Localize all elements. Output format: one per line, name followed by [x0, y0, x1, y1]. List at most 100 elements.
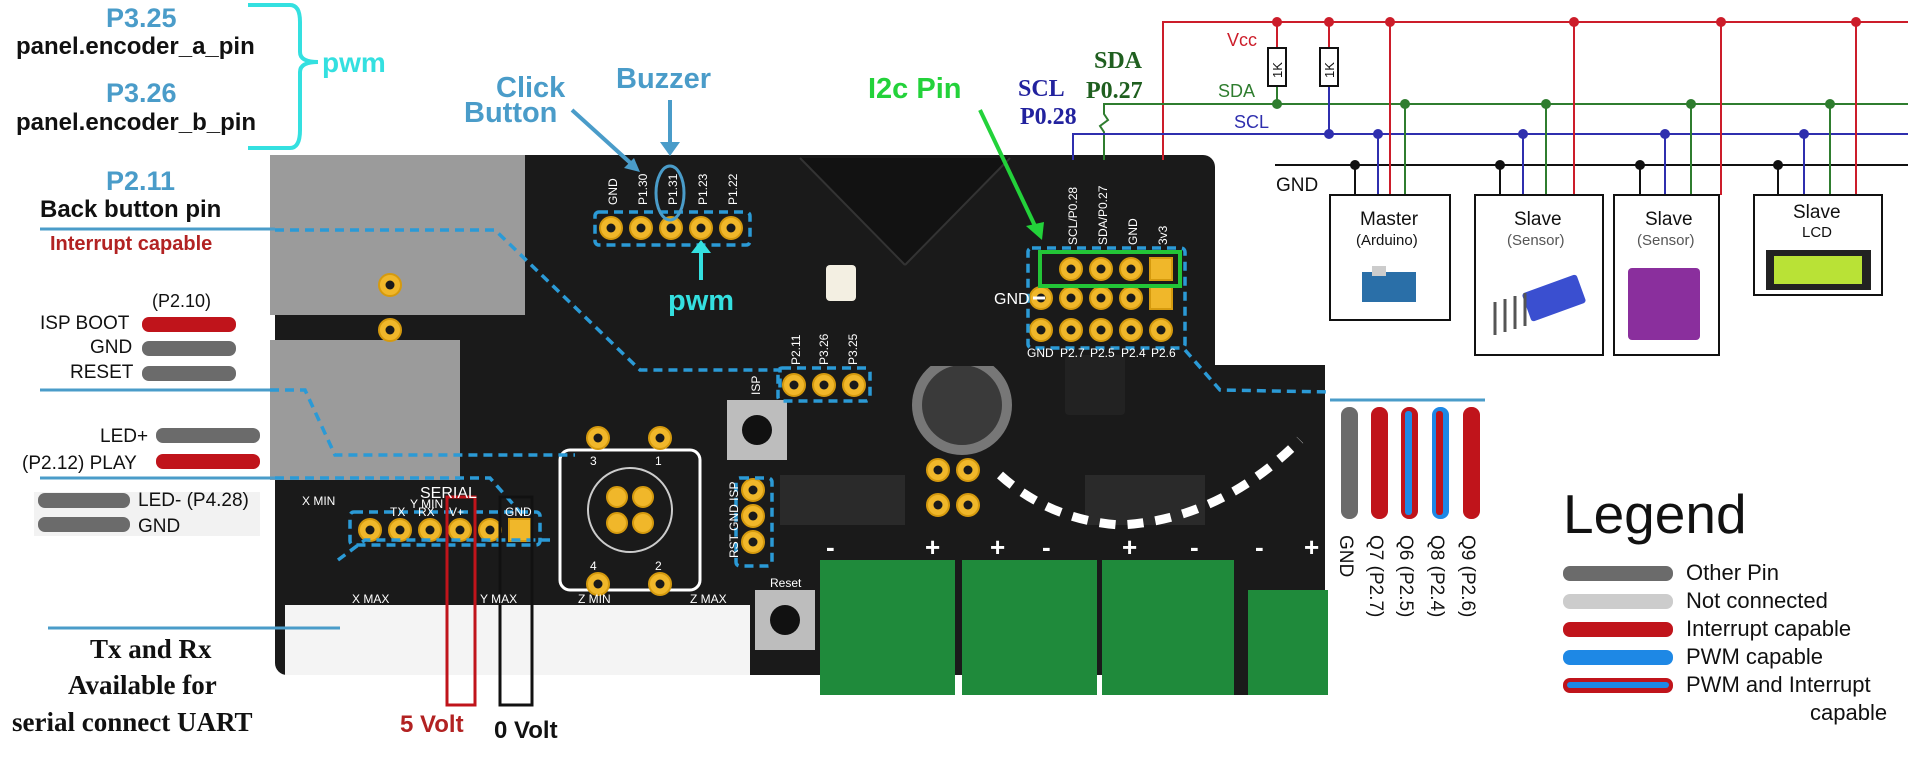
bottom-row-label-0: GND [1027, 346, 1054, 360]
gold-pin-hole [485, 525, 495, 535]
buzzer-label: Buzzer [616, 63, 711, 95]
pwm-header-arrow-head [691, 240, 711, 253]
output-pills [1341, 407, 1480, 519]
click-label-2: Button [464, 97, 557, 129]
pwm-bracket-label: pwm [322, 47, 386, 78]
led-plus-pill [156, 428, 260, 443]
i2c-arrow [978, 109, 1038, 229]
buzzer-arrow-head [660, 142, 680, 156]
terminal-plus-2: + [990, 532, 1005, 562]
isp-boot-pill [142, 317, 236, 332]
x-min-label: X MIN [302, 494, 335, 508]
serial-pin-rx: RX [418, 505, 435, 519]
gold-pin-hole [606, 223, 616, 233]
reset-label: RESET [70, 362, 134, 383]
reset-button-label: Reset [770, 576, 802, 590]
legend-label-0: Other Pin [1686, 560, 1779, 585]
y-max-label: Y MAX [480, 592, 517, 606]
encoder-pin-4: 4 [590, 559, 597, 573]
gold-pin-hole [1066, 264, 1076, 274]
resistor-1 [1267, 47, 1287, 87]
back-button-label: Back button pin [40, 196, 221, 223]
sda-bus-label: SDA [1218, 81, 1255, 101]
dashed-highlight-lines [270, 210, 1331, 568]
p326-label: P3.26 [106, 78, 177, 108]
click-arrow-head [624, 158, 640, 172]
gold-pin-hole [963, 500, 973, 510]
slave3-title: Slave [1793, 202, 1841, 223]
gold-pin-hole [455, 525, 465, 535]
p325-label: P3.25 [106, 3, 177, 33]
gold-pin-hole [789, 380, 799, 390]
uart-label-2: Available for [68, 670, 217, 700]
resistor-2 [1319, 47, 1339, 87]
sensor2-picture [1628, 268, 1700, 340]
resistor-1-label: 1K [1270, 62, 1285, 78]
legend-swatch-other [1563, 566, 1673, 581]
five-volt-label: 5 Volt [400, 711, 464, 738]
gnd-pill-1 [142, 341, 236, 356]
legend-label-4-line2: capable [1810, 700, 1887, 725]
legend-swatch-interrupt [1563, 622, 1673, 637]
gold-pin-hole [425, 525, 435, 535]
sensor1-pins-picture [1493, 293, 1527, 335]
p210-label: (P2.10) [152, 291, 211, 311]
resistor-2-label: 1K [1322, 62, 1337, 78]
zero-volt-box [498, 495, 534, 707]
encoder-pin [632, 512, 654, 534]
slave1-title: Slave [1514, 209, 1562, 230]
header-top-label-4: P1.22 [726, 173, 740, 205]
arduino-usb-picture [1372, 266, 1386, 276]
reset-pill [142, 366, 236, 381]
gold-pin-hole [395, 525, 405, 535]
gold-pin-hole [1126, 325, 1136, 335]
output-label-0: GND [1335, 535, 1356, 577]
bottom-row-label-3: P2.4 [1121, 346, 1146, 360]
scl-label-2: P0.28 [1020, 104, 1077, 130]
header-mid-label-0: P2.11 [789, 334, 803, 365]
legend-title: Legend [1563, 483, 1747, 545]
encoder-pin-2: 2 [655, 559, 662, 573]
legend-label-3: PWM capable [1686, 644, 1823, 669]
gold-pin-hole [385, 325, 395, 335]
scl-label-1: SCL [1018, 76, 1065, 102]
i2c-highlight-box [1038, 250, 1182, 288]
gold-pin-square [1149, 257, 1173, 281]
p211-label: P2.11 [106, 166, 175, 196]
master-subtitle: (Arduino) [1356, 232, 1418, 249]
i2c-bus-dots [1272, 17, 1861, 170]
gold-pin-hole [963, 465, 973, 475]
gold-pin-hole [1096, 293, 1106, 303]
slave2-subtitle: (Sensor) [1637, 232, 1695, 249]
sda-label-1: SDA [1094, 48, 1143, 74]
buzzer-pin-ring [654, 164, 686, 222]
gold-pin-hole [1066, 325, 1076, 335]
gold-pin-hole [748, 537, 758, 547]
terminal-minus-4: - [1255, 532, 1264, 562]
gold-pin-hole [365, 525, 375, 535]
sensor1-picture [1522, 274, 1586, 322]
gold-pin-hole [849, 380, 859, 390]
i2c-bus-wires [1072, 21, 1908, 195]
slave2-title: Slave [1645, 209, 1693, 230]
pwm-header-label: pwm [668, 285, 734, 317]
led-minus-pill [38, 493, 130, 508]
pwm-bracket [248, 3, 319, 150]
gold-pin-hole [385, 280, 395, 290]
uart-label-1: Tx and Rx [90, 634, 212, 664]
legend-label-1: Not connected [1686, 588, 1828, 613]
gold-pin-hole [933, 500, 943, 510]
gold-pin-hole [819, 380, 829, 390]
header-top-label-1: P1.30 [636, 173, 650, 205]
encoder-pin [606, 486, 628, 508]
bottom-row-label-4: P2.6 [1151, 346, 1176, 360]
gold-pin-hole [933, 465, 943, 475]
z-min-label: Z MIN [578, 592, 611, 606]
output-label-4: Q9 (P2.6) [1457, 535, 1478, 617]
bottom-row-label-1: P2.7 [1060, 346, 1085, 360]
slave3-subtitle: LCD [1802, 224, 1832, 241]
arduino-picture [1362, 272, 1416, 302]
led-minus-label: LED- (P4.28) [138, 490, 249, 511]
isp-boot-label: ISP BOOT [40, 313, 130, 334]
